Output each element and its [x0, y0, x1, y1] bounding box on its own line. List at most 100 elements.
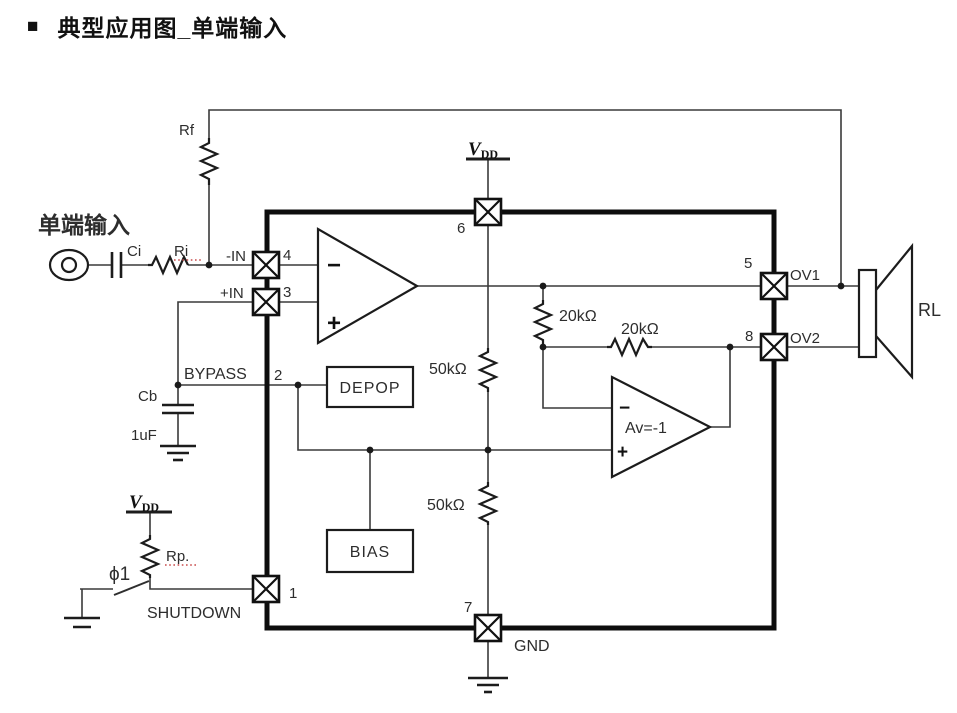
label-ov2: OV2 — [790, 330, 820, 347]
bias-block — [325, 528, 415, 574]
label-ov1: OV1 — [790, 267, 820, 284]
label-rp: Rp. — [166, 548, 189, 565]
pin4-x-icon — [252, 251, 280, 279]
source-outer-circle — [48, 248, 90, 282]
ground-symbol-switch — [64, 616, 100, 629]
resistor-rf — [198, 138, 220, 185]
label-gnd: GND — [514, 638, 550, 655]
label-pos-in: +IN — [220, 285, 244, 302]
label-cb-value: 1uF — [131, 427, 157, 444]
pin3-number: 3 — [283, 284, 291, 301]
ground-symbol-cb — [160, 444, 196, 462]
label-cb: Cb — [138, 388, 157, 405]
section-bullet-icon: ■ — [27, 15, 39, 37]
wire-bias-rail — [297, 385, 612, 451]
pin7-box — [473, 613, 503, 643]
pin6-box — [473, 197, 503, 227]
pin4-number: 4 — [283, 247, 291, 264]
pin8-number: 8 — [745, 328, 753, 345]
label-rl: RL — [918, 300, 941, 320]
speaker-cone — [874, 242, 914, 380]
opamp2-plus-sign2: + — [617, 442, 628, 463]
label-single-ended-input: 单端输入 — [38, 212, 130, 238]
resistors — [139, 138, 652, 578]
wire-feedback-loop — [208, 109, 842, 286]
label-depop: DEPOP — [339, 380, 400, 397]
label-vdd-top: VDD — [468, 139, 498, 161]
speaker-symbol — [857, 242, 914, 380]
junction-dot — [539, 343, 547, 351]
label-ci: Ci — [127, 243, 141, 260]
resistor-50k-top — [477, 348, 499, 392]
pin5-number: 5 — [744, 255, 752, 272]
capacitor-ci — [110, 252, 123, 278]
junction-dot — [726, 343, 734, 351]
opamp2-triangle — [610, 375, 713, 479]
label-neg-in: -IN — [226, 248, 246, 265]
label-bias: BIAS — [350, 544, 390, 561]
label-50k-top: 50kΩ — [429, 361, 467, 378]
resistor-20k-horiz — [607, 336, 652, 358]
junction-dot — [837, 282, 845, 290]
depop-block — [325, 365, 415, 409]
switch-arm — [113, 580, 150, 596]
junction-dot — [484, 446, 492, 454]
pin8-x-icon — [760, 333, 788, 361]
vdd-letter: V — [129, 492, 143, 513]
label-vdd-shutdown: VDD — [129, 492, 159, 514]
wire-20k-node-to-amp2-minus — [542, 345, 612, 409]
label-bypass: BYPASS — [184, 366, 247, 383]
label-20k-vert: 20kΩ — [559, 308, 597, 325]
wire-amp2-out-feedback — [710, 347, 731, 428]
vdd-subscript: DD — [142, 500, 160, 514]
junction-dot — [294, 381, 302, 389]
junction-dot — [205, 261, 213, 269]
resistor-rp — [139, 535, 161, 578]
pin1-box — [251, 574, 281, 604]
pin1-x-icon — [252, 575, 280, 603]
ic-boundary — [264, 209, 777, 631]
wire-rp-to-pin1 — [149, 578, 253, 590]
junction-dot — [174, 381, 182, 389]
pin6-x-icon — [474, 198, 502, 226]
junction-dots — [174, 261, 845, 454]
pin6-number: 6 — [457, 220, 465, 237]
resistor-50k-bottom — [477, 482, 499, 525]
pin5-box — [759, 271, 789, 301]
label-ri: Ri — [174, 243, 188, 260]
pin7-x-icon — [474, 614, 502, 642]
wires — [80, 109, 859, 678]
pin5-x-icon — [760, 272, 788, 300]
pin3-box — [251, 287, 281, 317]
pin8-box — [759, 332, 789, 362]
opamp2-minus-sign: − — [619, 398, 630, 419]
pin7-number: 7 — [464, 599, 472, 616]
page-title-text: 典型应用图_单端输入 — [57, 15, 288, 41]
opamp1-plus-sign: + — [327, 310, 341, 337]
label-20k-horiz: 20kΩ — [621, 321, 659, 338]
signal-source-icon — [48, 248, 90, 282]
ground-symbol-pin7 — [468, 676, 508, 694]
pin-boxes — [251, 197, 789, 643]
speaker-body — [857, 268, 878, 359]
resistor-20k-vert — [532, 300, 554, 345]
label-rf: Rf — [179, 122, 195, 139]
page-title: ■ 典型应用图_单端输入 — [27, 9, 287, 43]
capacitor-cb — [162, 403, 194, 415]
opamp1-triangle — [316, 227, 420, 345]
vdd-letter: V — [468, 139, 482, 160]
label-shutdown: SHUTDOWN — [147, 605, 241, 622]
pin1-number: 1 — [289, 585, 297, 602]
wire-pin3-to-bypass-node — [177, 301, 253, 385]
vdd-subscript: DD — [481, 147, 499, 161]
pin3-x-icon — [252, 288, 280, 316]
opamp1-minus-sign: − — [327, 252, 341, 279]
pin2-number: 2 — [274, 367, 282, 384]
source-inner-circle — [60, 256, 78, 274]
label-50k-bottom: 50kΩ — [427, 497, 465, 514]
junction-dot — [366, 446, 374, 454]
junction-dot — [539, 282, 547, 290]
label-phi1: ϕ1 — [109, 564, 130, 585]
pin4-box — [251, 250, 281, 280]
